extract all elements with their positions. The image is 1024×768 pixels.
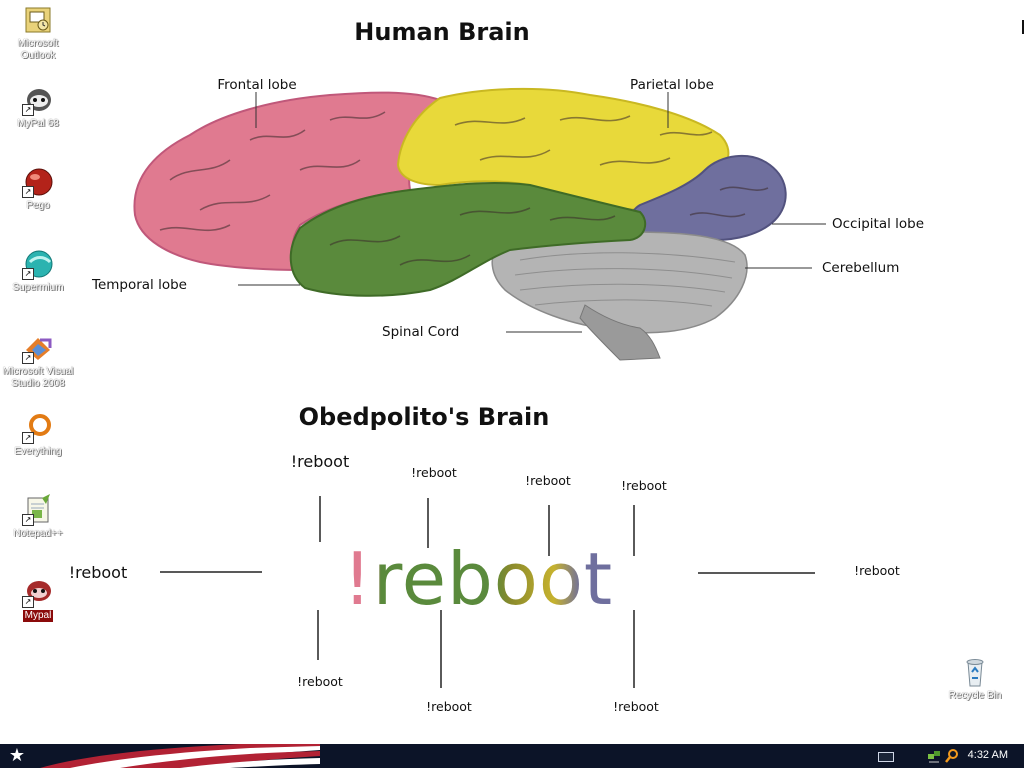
reboot-leader-lines [160, 496, 815, 688]
shortcut-arrow-icon: ↗ [22, 104, 34, 116]
icon-label: Microsoft [17, 38, 59, 49]
reboot-label: !reboot [854, 563, 900, 578]
supermium-icon: ↗ [22, 248, 54, 280]
mypal-icon: ↗ [22, 576, 54, 608]
outlook-icon [22, 4, 54, 36]
mypal68-icon: ↗ [22, 84, 54, 116]
system-tray: 4:32 AM [874, 744, 1024, 768]
desktop-icon-supermium[interactable]: ↗ Supermium [1, 248, 75, 294]
taskbar: ★ 4:32 AM [0, 744, 1024, 768]
cerebellum-folds [514, 252, 736, 307]
reboot-label: !reboot [613, 699, 659, 714]
desktop-icon-everything[interactable]: ↗ Everything [1, 412, 75, 458]
shortcut-arrow-icon: ↗ [22, 186, 34, 198]
icon-label-selected: Mypal [22, 610, 54, 622]
recycle-bin-icon [959, 656, 991, 688]
desktop-icon-mypal[interactable]: ↗ Mypal [1, 576, 75, 622]
pego-icon: ↗ [22, 166, 54, 198]
keyboard-icon[interactable] [878, 752, 894, 762]
label-occipital-lobe: Occipital lobe [832, 216, 924, 232]
label-temporal-lobe: Temporal lobe [91, 277, 187, 293]
taskbar-flag-decoration [0, 744, 320, 768]
label-frontal-lobe: Frontal lobe [217, 77, 296, 93]
wallpaper-title-bottom: Obedpolito's Brain [299, 403, 550, 431]
desktop-icon-pego[interactable]: ↗ Pego [1, 166, 75, 212]
shortcut-arrow-icon: ↗ [22, 352, 34, 364]
visual-studio-icon: ↗ [22, 332, 54, 364]
big-reboot-word: !reboot [343, 537, 613, 621]
temporal-lobe-region [289, 181, 647, 297]
start-star-icon[interactable]: ★ [8, 745, 26, 766]
reboot-label: !reboot [297, 674, 343, 689]
screen-edge-marker [1022, 20, 1024, 34]
label-parietal-lobe: Parietal lobe [630, 77, 714, 93]
notepadpp-icon: ↗ [22, 494, 54, 526]
label-spinal-cord: Spinal Cord [382, 324, 459, 340]
brain-label-lines [238, 92, 826, 333]
spinal-cord-region [579, 304, 661, 361]
desktop-wallpaper: Human Brain [69, 18, 924, 714]
desktop-icon-recycle-bin[interactable]: Recycle Bin [938, 656, 1012, 702]
search-icon[interactable] [944, 748, 960, 764]
reboot-label: !reboot [291, 452, 350, 471]
reboot-label: !reboot [525, 473, 571, 488]
icon-label: MyPal 68 [17, 118, 59, 129]
shortcut-arrow-icon: ↗ [22, 514, 34, 526]
label-cerebellum: Cerebellum [822, 260, 899, 276]
taskbar-clock[interactable]: 4:32 AM [967, 749, 1008, 761]
shortcut-arrow-icon: ↗ [22, 596, 34, 608]
icon-label: Pego [26, 200, 50, 211]
network-icon[interactable] [926, 748, 942, 764]
icon-label: Microsoft Visual [2, 366, 74, 377]
wallpaper-art: Human Brain [69, 18, 924, 714]
reboot-label: !reboot [426, 699, 472, 714]
desktop-icon-notepadpp[interactable]: ↗ Notepad++ [1, 494, 75, 540]
icon-label: Outlook [20, 50, 56, 61]
wallpaper-title-top: Human Brain [354, 18, 529, 46]
desktop-icon-mypal68[interactable]: ↗ MyPal 68 [1, 84, 75, 130]
shortcut-arrow-icon: ↗ [22, 432, 34, 444]
reboot-label: !reboot [621, 478, 667, 493]
everything-icon: ↗ [22, 412, 54, 444]
brain-gyri-lines [159, 111, 769, 266]
reboot-label: !reboot [411, 465, 457, 480]
icon-label: Studio 2008 [11, 378, 65, 389]
icon-label: Everything [14, 446, 62, 457]
icon-label: Notepad++ [13, 528, 63, 539]
shortcut-arrow-icon: ↗ [22, 268, 34, 280]
icon-label: Supermium [12, 282, 64, 293]
icon-label: Recycle Bin [948, 690, 1002, 701]
reboot-label: !reboot [69, 563, 128, 582]
